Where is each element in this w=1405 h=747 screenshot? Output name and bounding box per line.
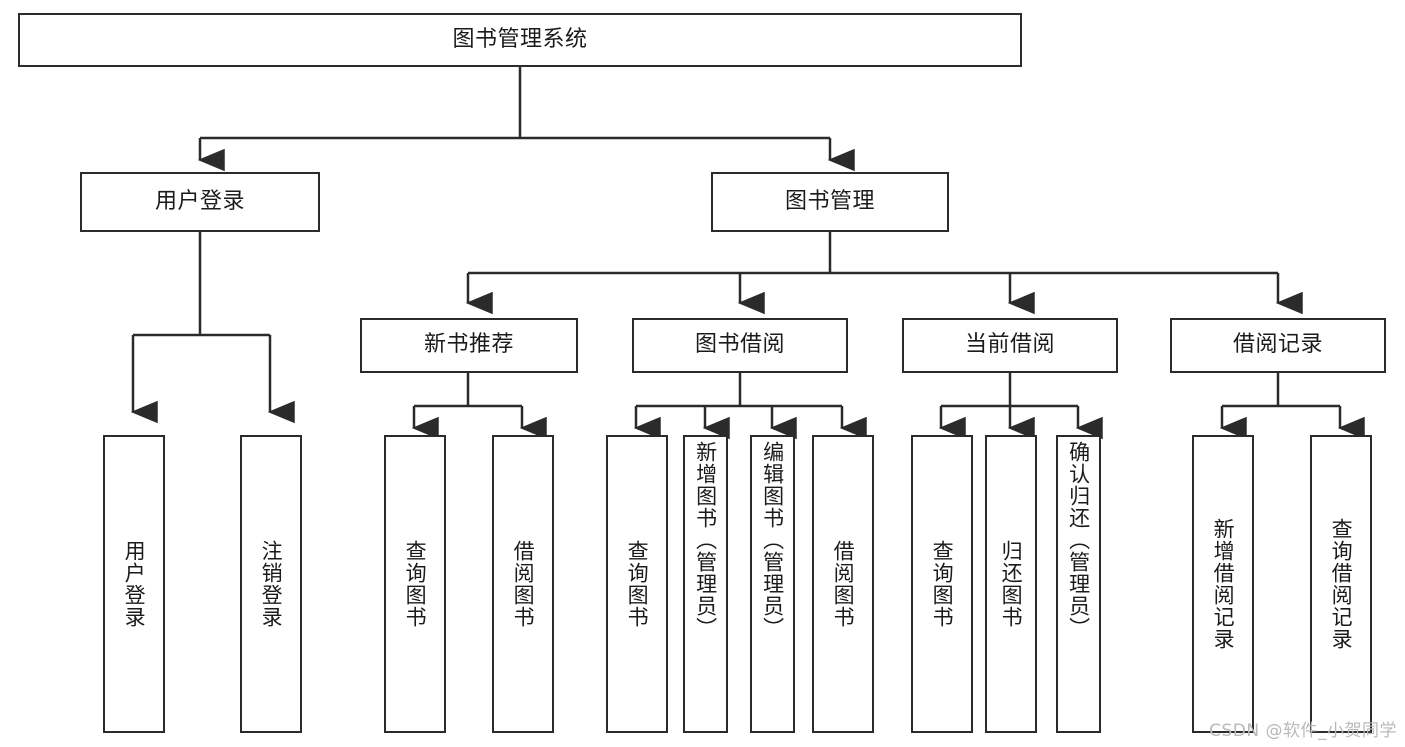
leaf-user-login-label: 用户登录 [122, 540, 147, 628]
leaf-borrow-book-recommend-label: 借阅图书 [511, 540, 536, 628]
leaf-return-book[interactable]: 归还图书 [985, 435, 1037, 733]
leaf-query-book-current-label: 查询图书 [930, 540, 955, 628]
node-root[interactable]: 图书管理系统 [18, 13, 1022, 67]
node-book-borrow-label: 图书借阅 [694, 332, 785, 358]
leaf-confirm-return-admin[interactable]: 确认归还（管理员） [1056, 435, 1101, 733]
leaf-logout[interactable]: 注销登录 [240, 435, 302, 733]
leaf-add-borrow-record-label: 新增借阅记录 [1211, 518, 1236, 650]
node-current-borrow-label: 当前借阅 [964, 332, 1055, 358]
leaf-borrow-book-borrow[interactable]: 借阅图书 [812, 435, 874, 733]
node-book-management-label: 图书管理 [784, 188, 875, 214]
leaf-query-book-borrow[interactable]: 查询图书 [606, 435, 668, 733]
leaf-borrow-book-borrow-label: 借阅图书 [831, 540, 856, 628]
leaf-return-book-label: 归还图书 [999, 540, 1024, 628]
leaf-borrow-book-recommend[interactable]: 借阅图书 [492, 435, 554, 733]
node-root-label: 图书管理系统 [452, 26, 588, 52]
leaf-edit-book-admin[interactable]: 编辑图书（管理员） [750, 435, 795, 733]
watermark: CSDN @软件_小贺同学 [1209, 721, 1397, 741]
leaf-confirm-return-admin-label: 确认归还（管理员） [1066, 441, 1091, 639]
leaf-query-book-borrow-label: 查询图书 [625, 540, 650, 628]
leaf-edit-book-admin-label: 编辑图书（管理员） [760, 441, 785, 639]
leaf-query-borrow-record[interactable]: 查询借阅记录 [1310, 435, 1372, 733]
node-borrow-record[interactable]: 借阅记录 [1170, 318, 1386, 373]
node-new-book-recommend-label: 新书推荐 [423, 332, 514, 358]
leaf-add-book-admin[interactable]: 新增图书（管理员） [683, 435, 728, 733]
leaf-query-book-current[interactable]: 查询图书 [911, 435, 973, 733]
leaf-logout-label: 注销登录 [259, 540, 284, 628]
leaf-add-book-admin-label: 新增图书（管理员） [693, 441, 718, 639]
node-current-borrow[interactable]: 当前借阅 [902, 318, 1118, 373]
leaf-query-borrow-record-label: 查询借阅记录 [1329, 518, 1354, 650]
node-borrow-record-label: 借阅记录 [1232, 332, 1323, 358]
node-new-book-recommend[interactable]: 新书推荐 [360, 318, 578, 373]
leaf-query-book-recommend-label: 查询图书 [403, 540, 428, 628]
node-user-login-label: 用户登录 [154, 188, 245, 214]
node-user-login[interactable]: 用户登录 [80, 172, 320, 232]
leaf-user-login[interactable]: 用户登录 [103, 435, 165, 733]
leaf-add-borrow-record[interactable]: 新增借阅记录 [1192, 435, 1254, 733]
leaf-query-book-recommend[interactable]: 查询图书 [384, 435, 446, 733]
node-book-borrow[interactable]: 图书借阅 [632, 318, 848, 373]
node-book-management[interactable]: 图书管理 [711, 172, 949, 232]
